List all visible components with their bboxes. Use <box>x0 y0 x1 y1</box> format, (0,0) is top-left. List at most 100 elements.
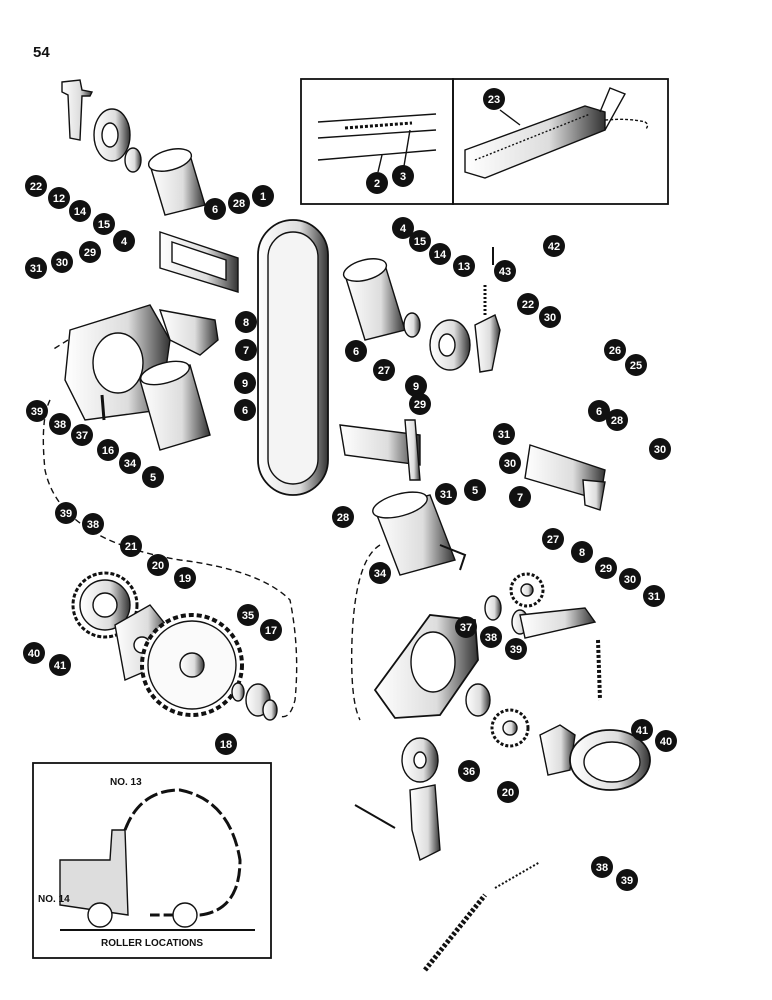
callout-28: 28 <box>606 409 628 431</box>
callout-number: 8 <box>243 317 249 329</box>
callout-number: 6 <box>353 346 359 358</box>
callout-circle <box>234 372 256 394</box>
callout-13: 13 <box>453 255 475 277</box>
callout-circle <box>591 856 613 878</box>
callout-25: 25 <box>625 354 647 376</box>
callout-circle <box>260 619 282 641</box>
callout-circle <box>369 562 391 584</box>
callout-circle <box>542 528 564 550</box>
callout-number: 30 <box>504 458 516 470</box>
callout-43: 43 <box>494 260 516 282</box>
callout-6: 6 <box>588 400 610 422</box>
callout-circle <box>571 541 593 563</box>
roller-no13-label: NO. 13 <box>110 777 142 788</box>
callout-number: 39 <box>510 644 522 656</box>
callout-circle <box>595 557 617 579</box>
callout-circle <box>517 293 539 315</box>
callout-circle <box>252 185 274 207</box>
callout-number: 41 <box>636 725 648 737</box>
callout-number: 38 <box>485 632 497 644</box>
callout-38: 38 <box>591 856 613 878</box>
callout-number: 39 <box>31 406 43 418</box>
callout-circle <box>119 452 141 474</box>
callout-15: 15 <box>93 213 115 235</box>
callout-circle <box>405 375 427 397</box>
callout-1: 1 <box>252 185 274 207</box>
callout-number: 30 <box>56 257 68 269</box>
callout-number: 4 <box>121 236 128 248</box>
callout-number: 38 <box>54 419 66 431</box>
callout-number: 34 <box>374 568 387 580</box>
callout-number: 6 <box>212 204 218 216</box>
callout-circle <box>237 604 259 626</box>
callout-circle <box>631 719 653 741</box>
callout-circle <box>604 339 626 361</box>
callout-number: 30 <box>544 312 556 324</box>
callout-21: 21 <box>120 535 142 557</box>
callout-circle <box>453 255 475 277</box>
callout-number: 39 <box>621 875 633 887</box>
callout-circle <box>373 359 395 381</box>
callout-4: 4 <box>113 230 135 252</box>
callout-circle <box>235 339 257 361</box>
callout-9: 9 <box>405 375 427 397</box>
callout-number: 16 <box>102 445 114 457</box>
callout-circle <box>97 439 119 461</box>
callout-number: 5 <box>150 472 156 484</box>
callout-6: 6 <box>234 399 256 421</box>
callout-number: 30 <box>624 574 636 586</box>
callout-number: 28 <box>337 512 349 524</box>
callout-number: 17 <box>265 625 277 637</box>
callout-number: 30 <box>654 444 666 456</box>
callout-circle <box>497 781 519 803</box>
callout-34: 34 <box>369 562 391 584</box>
callout-number: 22 <box>522 299 534 311</box>
callout-27: 27 <box>542 528 564 550</box>
callout-5: 5 <box>142 466 164 488</box>
callout-30: 30 <box>649 438 671 460</box>
callout-circle <box>464 479 486 501</box>
callout-39: 39 <box>616 869 638 891</box>
callout-29: 29 <box>595 557 617 579</box>
callout-14: 14 <box>69 200 91 222</box>
callout-5: 5 <box>464 479 486 501</box>
callout-circle <box>649 438 671 460</box>
callout-circle <box>25 175 47 197</box>
callout-circle <box>616 869 638 891</box>
callout-number: 5 <box>472 485 478 497</box>
callout-circle <box>234 399 256 421</box>
callout-circle <box>204 198 226 220</box>
callout-7: 7 <box>509 486 531 508</box>
callout-8: 8 <box>571 541 593 563</box>
callout-number: 9 <box>242 378 248 390</box>
callout-number: 26 <box>609 345 621 357</box>
callout-22: 22 <box>517 293 539 315</box>
callout-circle <box>69 200 91 222</box>
callout-39: 39 <box>505 638 527 660</box>
callout-circle <box>493 423 515 445</box>
callout-17: 17 <box>260 619 282 641</box>
page-number: 54 <box>33 44 50 61</box>
callout-40: 40 <box>23 642 45 664</box>
callout-circle <box>455 616 477 638</box>
callout-circle <box>215 733 237 755</box>
callout-circle <box>409 230 431 252</box>
callout-40: 40 <box>655 730 677 752</box>
callout-number: 14 <box>434 249 447 261</box>
callout-number: 6 <box>596 406 602 418</box>
callout-number: 20 <box>152 560 164 572</box>
callout-circle <box>480 626 502 648</box>
callout-9: 9 <box>234 372 256 394</box>
callout-number: 4 <box>400 223 407 235</box>
callout-number: 31 <box>440 489 452 501</box>
callout-circle <box>643 585 665 607</box>
callout-number: 31 <box>648 591 660 603</box>
callout-20: 20 <box>147 554 169 576</box>
callout-18: 18 <box>215 733 237 755</box>
callout-circle <box>543 235 565 257</box>
callout-39: 39 <box>26 400 48 422</box>
callout-4: 4 <box>392 217 414 239</box>
callout-39: 39 <box>55 502 77 524</box>
callout-circle <box>625 354 647 376</box>
